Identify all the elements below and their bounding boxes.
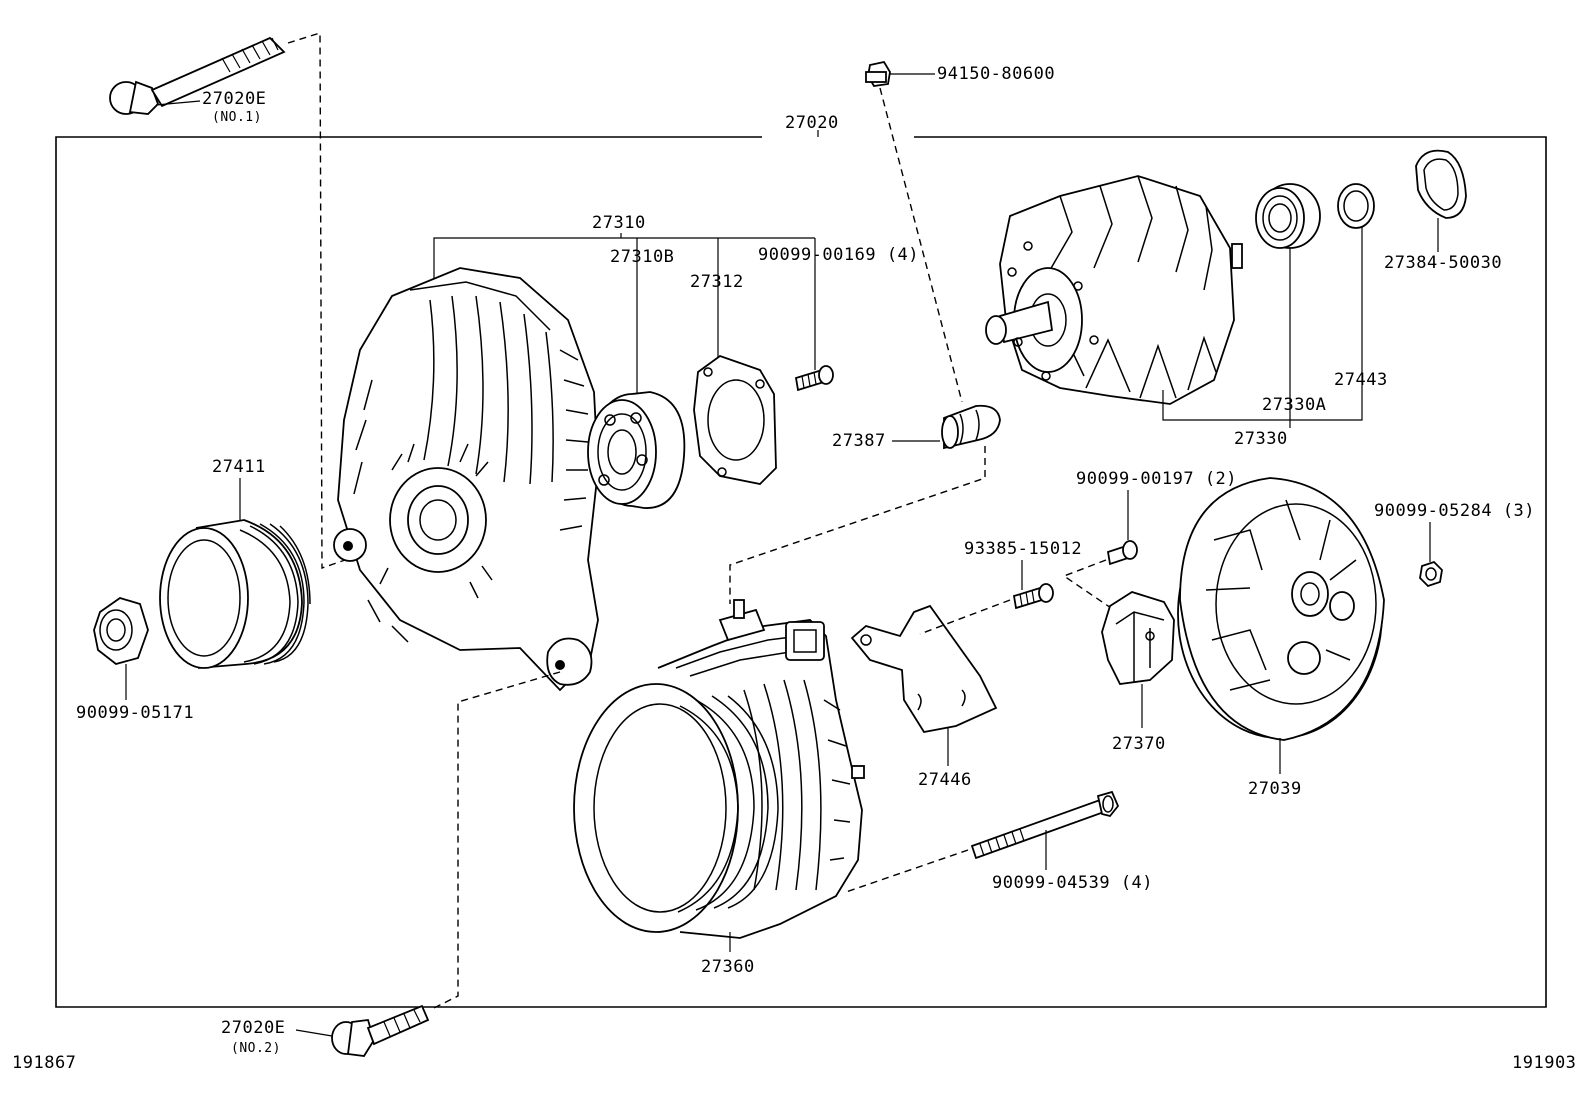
bolt-no1-drawing bbox=[109, 36, 286, 115]
assembly-frame bbox=[55, 136, 1547, 1008]
bolt-no1-note: (NO.1) bbox=[212, 110, 262, 125]
retainer-screw-number: 90099-00169 (4) bbox=[758, 245, 919, 265]
regulator-drawing bbox=[1101, 591, 1175, 685]
pulley-nut-drawing bbox=[93, 597, 149, 665]
bolt-no2-drawing bbox=[331, 1004, 430, 1057]
end-cover-nut-drawing bbox=[1419, 560, 1443, 588]
terminal-nut-drawing bbox=[865, 60, 891, 87]
bearing-retainer-drawing bbox=[693, 354, 777, 485]
rotor-seal-drawing bbox=[1415, 149, 1467, 219]
rectifier-screw-drawing bbox=[1012, 583, 1054, 610]
rectifier-screw-number: 93385-15012 bbox=[964, 539, 1082, 559]
pulley-number: 27411 bbox=[212, 457, 266, 477]
bearing-cover-number: 27443 bbox=[1334, 370, 1388, 390]
rotor-assy-number: 27330 bbox=[1234, 429, 1288, 449]
brush-holder-plate-drawing bbox=[850, 604, 998, 733]
rotor-bearing-number: 27330A bbox=[1262, 395, 1326, 415]
regulator-screw-number: 90099-00197 (2) bbox=[1076, 469, 1237, 489]
terminal-nut-number: 94150-80600 bbox=[937, 64, 1055, 84]
stator-frame-number: 27360 bbox=[701, 957, 755, 977]
rotor-seal-number: 27384-50030 bbox=[1384, 253, 1502, 273]
end-cover-drawing bbox=[1177, 477, 1385, 741]
bolt-no2-number: 27020E bbox=[221, 1018, 285, 1038]
end-cover-nut-number: 90099-05284 (3) bbox=[1374, 501, 1535, 521]
through-bolt-drawing bbox=[970, 790, 1120, 860]
regulator-screw-drawing bbox=[1106, 540, 1138, 566]
drive-frame-assy-number: 27310 bbox=[592, 213, 646, 233]
pulley-nut-number: 90099-05171 bbox=[76, 703, 194, 723]
rotor-drawing bbox=[985, 175, 1243, 405]
brush-holder-plate-number: 27446 bbox=[918, 770, 972, 790]
footer-right-code: 191903 bbox=[1512, 1053, 1576, 1073]
drive-frame-number: 27310B bbox=[610, 247, 674, 267]
footer-left-code: 191867 bbox=[12, 1053, 76, 1073]
bolt-no2-note: (NO.2) bbox=[231, 1041, 281, 1056]
pulley-drawing bbox=[159, 519, 311, 669]
bearing-retainer-number: 27312 bbox=[690, 272, 744, 292]
assembly-label: 27020 bbox=[785, 113, 839, 133]
rotor-bearing-drawing bbox=[1255, 183, 1321, 249]
end-cover-number: 27039 bbox=[1248, 779, 1302, 799]
regulator-number: 27370 bbox=[1112, 734, 1166, 754]
through-bolt-number: 90099-04539 (4) bbox=[992, 873, 1153, 893]
bolt-no1-number: 27020E bbox=[202, 89, 266, 109]
drive-bearing-drawing bbox=[587, 391, 686, 509]
drive-end-frame-drawing bbox=[333, 267, 599, 692]
retainer-screw-drawing bbox=[794, 365, 834, 392]
bearing-cover-drawing bbox=[1337, 183, 1375, 229]
stator-frame-drawing bbox=[573, 599, 865, 939]
terminal-insulator-drawing bbox=[941, 404, 1001, 450]
terminal-insulator-number: 27387 bbox=[832, 431, 886, 451]
